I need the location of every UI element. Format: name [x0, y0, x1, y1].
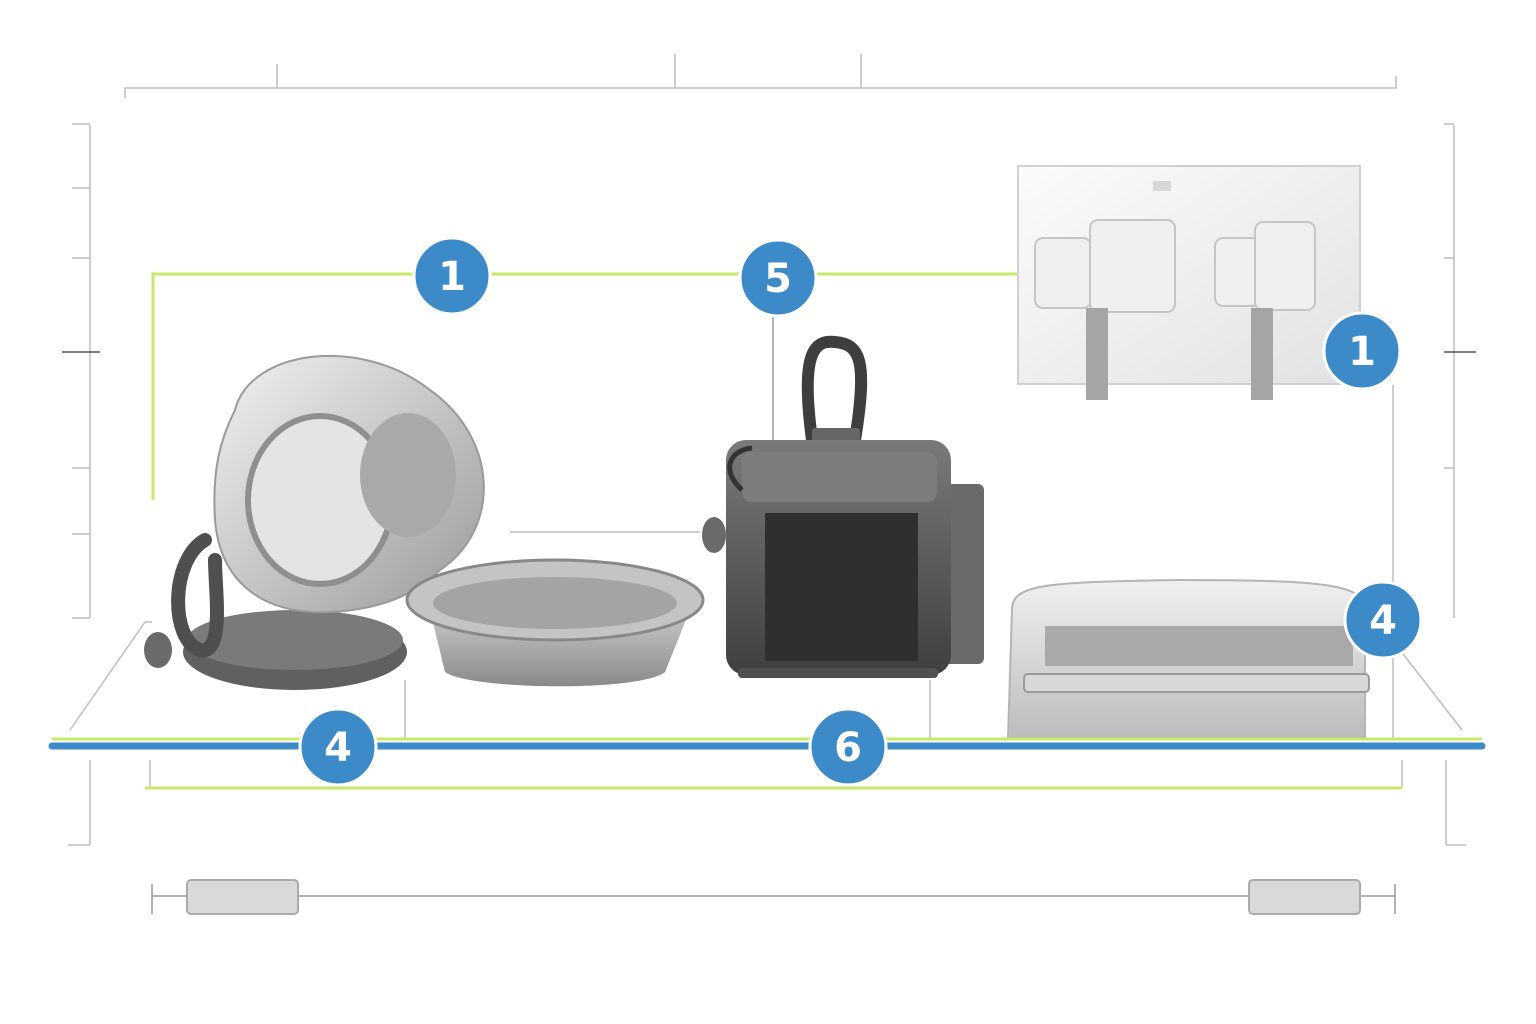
badge-1-right: 1	[1322, 311, 1402, 391]
badge-4-right: 4	[1343, 580, 1423, 660]
badge-label: 4	[324, 725, 352, 771]
badge-6: 6	[808, 707, 888, 787]
hook-icon	[1017, 165, 1361, 400]
badge-label: 6	[834, 725, 862, 771]
leash-icon	[144, 354, 485, 690]
badge-5: 5	[738, 238, 818, 318]
bowl-icon	[405, 558, 705, 687]
badge-label: 4	[1369, 598, 1397, 644]
rail-block-right	[1248, 879, 1361, 915]
rail-block-left	[186, 879, 299, 915]
frame-lines	[62, 54, 1476, 914]
bin-icon	[1006, 578, 1370, 739]
pouch-icon	[702, 335, 984, 678]
badge-label: 5	[764, 256, 792, 302]
badge-label: 1	[438, 254, 466, 300]
badge-1-left: 1	[412, 236, 492, 316]
badge-label: 1	[1348, 329, 1376, 375]
badge-4-left: 4	[298, 707, 378, 787]
green-guides	[145, 272, 1402, 790]
